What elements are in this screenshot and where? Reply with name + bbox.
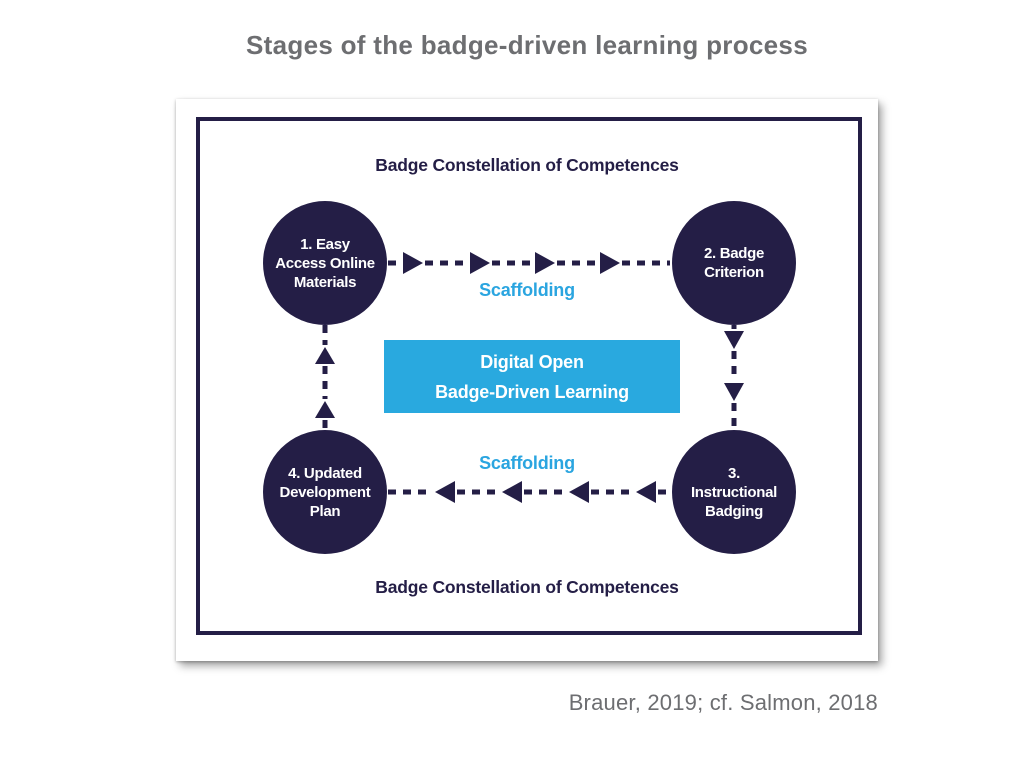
scaffolding-label-top: Scaffolding <box>479 280 575 300</box>
stage-circle-3: 3. Instructional Badging <box>672 430 796 554</box>
diagram-card: Badge Constellation of Competences Badge… <box>176 99 878 661</box>
banner-top: Badge Constellation of Competences <box>375 155 679 175</box>
stage-circle-4: 4. Updated Development Plan <box>263 430 387 554</box>
stage-1-line: Materials <box>293 273 357 291</box>
dashed-arrow-right-icon <box>388 252 670 274</box>
banner-bottom: Badge Constellation of Competences <box>375 577 679 597</box>
center-box: Digital Open Badge-Driven Learning <box>384 340 680 413</box>
dashed-arrow-left-icon <box>388 481 670 503</box>
stage-2-line: Criterion <box>704 264 764 281</box>
stage-1-line: 1. Easy <box>300 235 350 253</box>
stage-4-line: Plan <box>309 502 341 520</box>
stage-3-line: Instructional <box>690 483 778 501</box>
stage-4-line: Development <box>279 483 371 501</box>
scaffolding-label-bottom: Scaffolding <box>479 453 575 473</box>
stage-2-line: 2. Badge <box>703 245 765 262</box>
page-title: Stages of the badge-driven learning proc… <box>246 30 808 60</box>
stage-circle-1: 1. Easy Access Online Materials <box>263 201 387 325</box>
stage-3-line: 3. <box>728 464 740 482</box>
stage-3-line: Badging <box>705 502 763 520</box>
stage-circle-2: 2. Badge Criterion <box>672 201 796 325</box>
diagram-frame-border <box>196 117 862 635</box>
center-box-line1: Digital Open <box>480 351 584 372</box>
dashed-arrow-down-icon <box>724 325 744 430</box>
dashed-arrow-up-icon <box>315 325 335 430</box>
citation: Brauer, 2019; cf. Salmon, 2018 <box>568 690 878 715</box>
stage-4-line: 4. Updated <box>288 464 362 482</box>
stage-1-line: Access Online <box>275 254 375 272</box>
center-box-line2: Badge-Driven Learning <box>435 381 629 402</box>
